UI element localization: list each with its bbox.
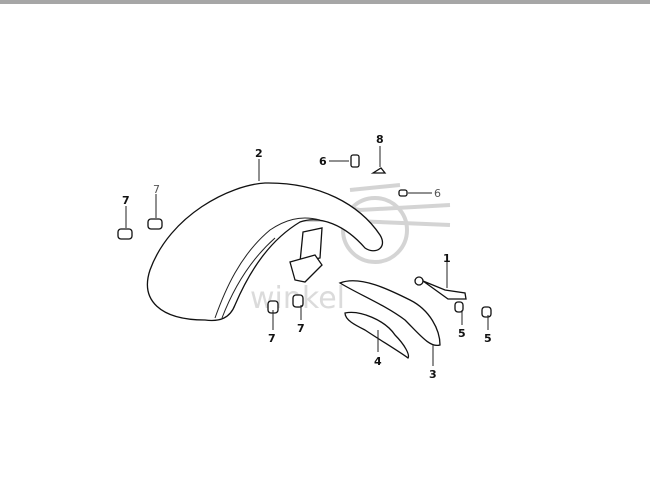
front-fender — [146, 182, 384, 322]
callout-1: 1 — [443, 252, 451, 265]
callout-7: 7 — [153, 183, 160, 196]
callout-4: 4 — [374, 355, 382, 368]
callout-6: 6 — [434, 187, 441, 200]
callout-5: 5 — [484, 332, 492, 345]
fender-trim — [344, 311, 410, 359]
callout-7: 7 — [297, 322, 305, 335]
callout-8: 8 — [376, 133, 384, 146]
callout-5: 5 — [458, 327, 466, 340]
top-border — [0, 0, 650, 4]
bolts — [117, 154, 492, 318]
callout-2: 2 — [255, 147, 263, 160]
fender-stay — [338, 280, 441, 347]
callout-7: 7 — [268, 332, 276, 345]
callout-6: 6 — [319, 155, 327, 168]
callout-7: 7 — [122, 194, 130, 207]
leader-lines — [125, 146, 489, 366]
reflector-bracket — [414, 276, 467, 300]
callout-3: 3 — [429, 368, 437, 381]
